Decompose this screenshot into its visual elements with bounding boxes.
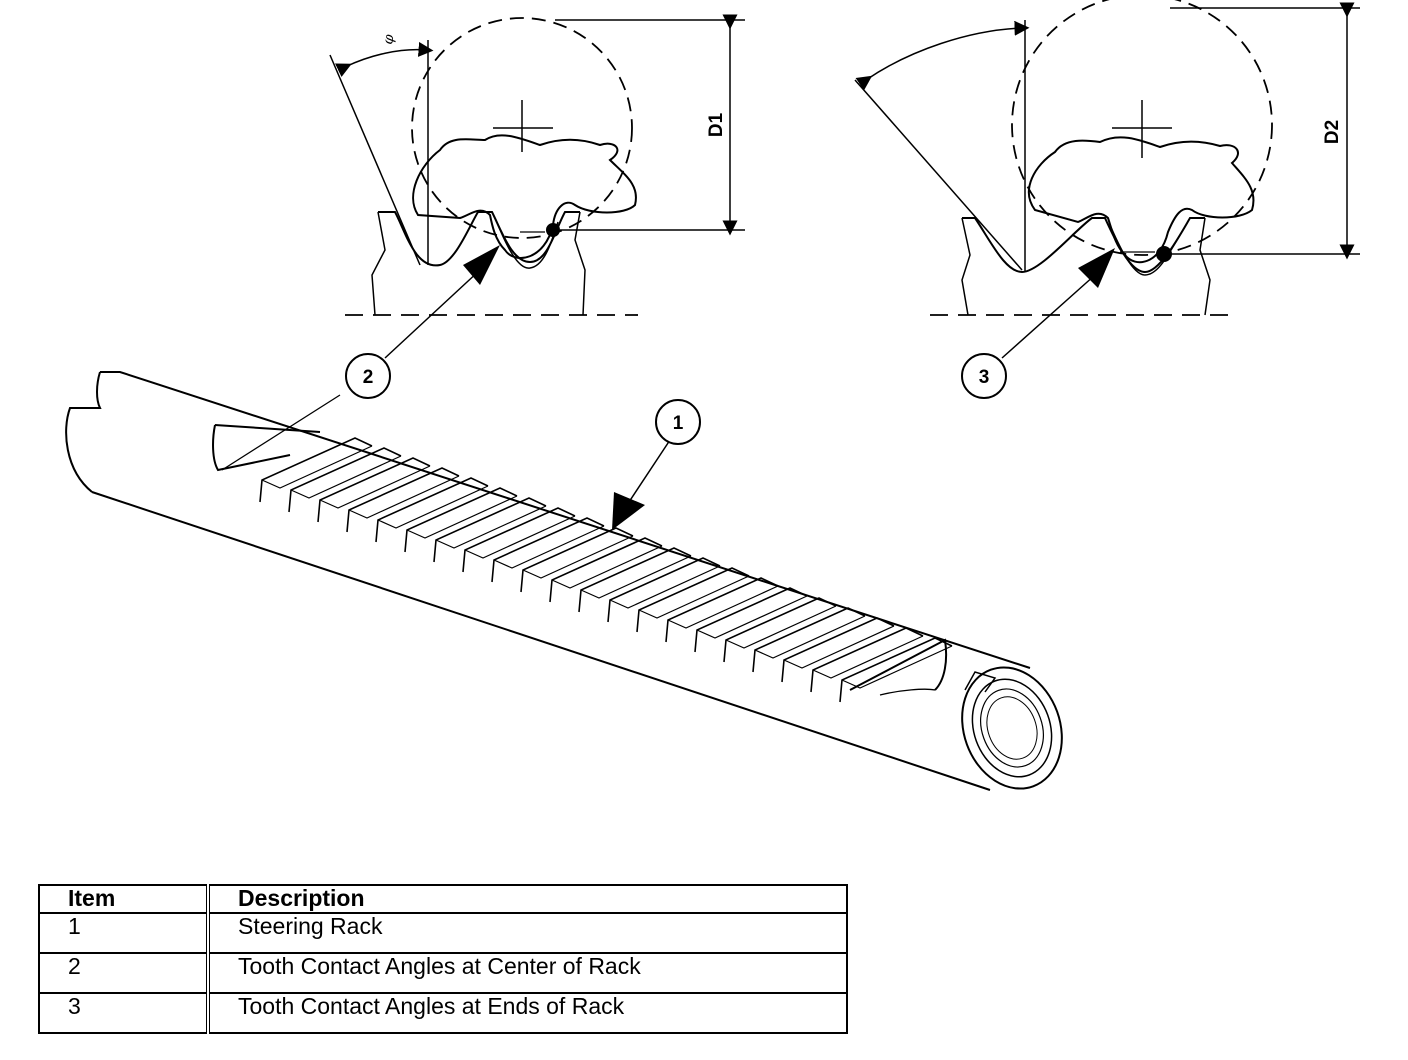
pinion-pitch-circle-end [1011,0,1273,256]
legend-item-description: Steering Rack [207,912,848,954]
legend-row: 2 Tooth Contact Angles at Center of Rack [38,952,848,994]
rack-tooth [636,567,750,633]
rack-tooth-flank [290,455,402,499]
rack-tooth [259,437,373,503]
rack-tooth-flank [406,495,518,539]
rack-tooth [462,507,576,573]
rack-tooth [781,617,895,683]
legend-header-item: Item [38,884,210,914]
rack-tooth [491,517,605,583]
legend-item-number: 1 [38,912,210,954]
callout-2: 2 [345,353,391,399]
contact-angle-arc [334,41,434,78]
rack-tooth [346,467,460,533]
rack-tooth-flank [435,505,547,549]
rack-teeth [259,437,953,703]
contact-angle-arc-end [855,20,1030,91]
angle-symbol-label: φ [380,33,397,46]
rack-tooth [549,537,663,603]
rack-tooth [665,577,779,643]
rack-tooth [288,447,402,513]
pinion-pitch-circle [411,17,633,239]
rack-tooth-flank [551,545,663,589]
rack-tooth-flank [638,575,750,619]
steering-rack-diagram: D1 φ 2 D2 3 [65,0,1360,791]
rack-tooth-flank [725,605,837,649]
rack-tooth-flank [609,565,721,609]
parts-legend-table: Item Description 1 Steering Rack 2 Tooth… [38,884,848,1034]
legend-row: 1 Steering Rack [38,912,848,954]
detail-center-of-rack [329,14,745,359]
svg-text:3: 3 [979,367,990,388]
rack-tooth [810,627,924,693]
svg-text:2: 2 [363,367,374,388]
legend-header-description: Description [207,884,848,914]
rack-tooth [404,487,518,553]
legend-item-number: 3 [38,992,210,1034]
legend-item-description: Tooth Contact Angles at Ends of Rack [207,992,848,1034]
rack-tooth [694,587,808,653]
rack-tooth-flank [812,635,924,679]
rack-tooth [375,477,489,543]
rack-tooth-flank [493,525,605,569]
rack-tooth [317,457,431,523]
rack-tooth-flank [667,585,779,629]
rack-tooth [520,527,634,593]
rack-tooth-flank [754,615,866,659]
rack-tooth-flank [522,535,634,579]
rack-tooth-contour [378,211,580,267]
callout-1: 1 [655,399,701,445]
rack-leader [612,439,671,530]
rack-tooth-flank [580,555,692,599]
rack-tooth [723,597,837,663]
rack-tooth [578,547,692,613]
dimension-d2-label: D2 [1322,120,1343,144]
pinion-tooth-profile [412,134,637,259]
rack-tooth-flank [319,465,431,509]
rack-tooth-flank [261,445,373,489]
legend-item-description: Tooth Contact Angles at Center of Rack [207,952,848,994]
rack-tooth [607,557,721,623]
rack-tooth [752,607,866,673]
contact-point-end [1156,246,1172,262]
rack-tooth-flank [696,595,808,639]
detail-ends-of-rack [854,0,1360,359]
rack-tooth-flank [841,645,953,689]
legend-header-row: Item Description [38,884,848,914]
rack-tooth-flank [783,625,895,669]
rack-tooth [839,637,953,703]
dimension-d1-label: D1 [706,112,727,137]
steering-rack-body [65,371,1063,791]
contact-point-center [546,223,560,237]
rack-tooth-flank [348,475,460,519]
rack-tooth-contour-end [962,217,1205,274]
rack-tooth [433,497,547,563]
legend-item-number: 2 [38,952,210,994]
rack-tooth-flank [464,515,576,559]
svg-text:1: 1 [673,413,684,434]
callout-3: 3 [961,353,1007,399]
legend-row: 3 Tooth Contact Angles at Ends of Rack [38,992,848,1034]
rack-tooth-flank [377,485,489,529]
